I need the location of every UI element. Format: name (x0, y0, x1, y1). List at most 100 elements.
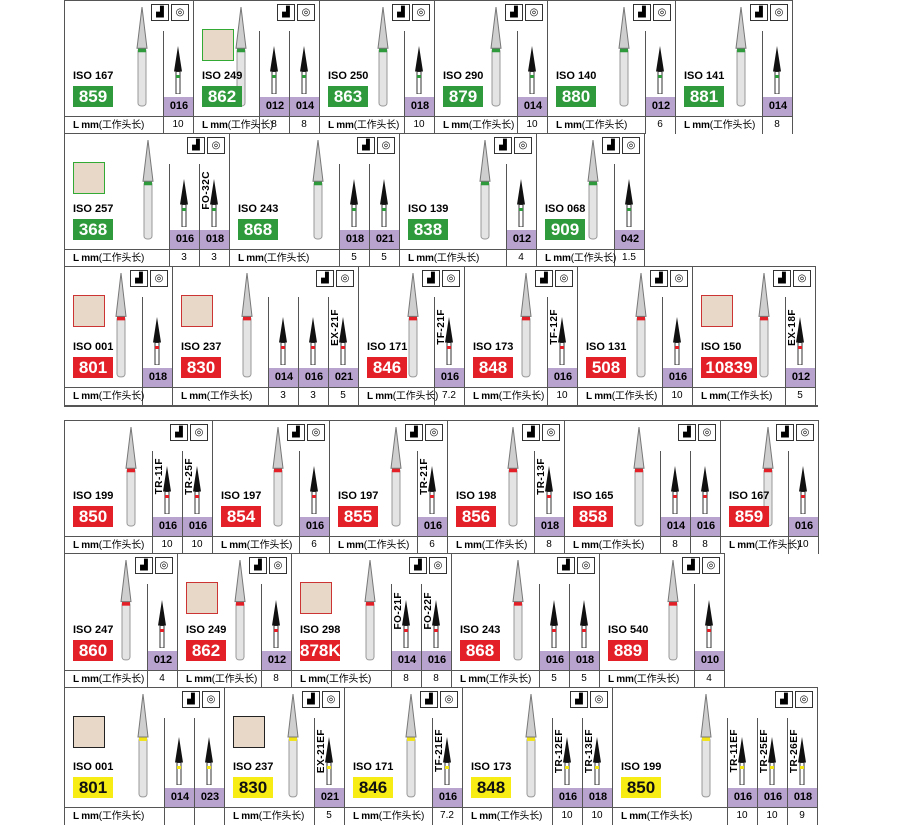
length-label-cn: (工作头长) (98, 391, 145, 402)
column-divider (506, 164, 507, 267)
length-row: L mm(工作头长) (292, 670, 451, 688)
crown-icon: ▟ (130, 270, 148, 287)
column-divider (694, 584, 695, 688)
size-value: 018 (404, 97, 434, 116)
column-divider (164, 718, 165, 825)
crown-icon: ▟ (357, 137, 375, 154)
bur-silhouette-icon (558, 317, 566, 365)
length-label: L mm(工作头长) (608, 671, 679, 688)
length-row: L mm(工作头长) (565, 536, 720, 554)
iso-number: ISO 150 (701, 341, 742, 353)
product-code: 878K (300, 640, 341, 661)
product-code: 868 (238, 219, 278, 240)
column-divider (787, 718, 788, 825)
column-divider (142, 297, 143, 405)
length-label: L mm(工作头长) (233, 808, 304, 825)
bur-image (633, 426, 645, 527)
size-value: 014 (164, 788, 195, 807)
bur-silhouette-icon (380, 179, 388, 227)
iso-number: ISO 237 (233, 761, 274, 773)
length-label-cn: (工作头长) (206, 391, 253, 402)
product-code: 880 (556, 86, 596, 107)
length-label: L mm(工作头长) (300, 671, 371, 688)
length-label-prefix: L mm (73, 120, 99, 131)
crown-icon: ▟ (287, 424, 305, 441)
application-icons: ▟◎ (535, 270, 573, 287)
column-divider (152, 451, 153, 554)
bur-silhouette-icon (193, 466, 201, 514)
working-length-value: 8 (433, 673, 439, 684)
bur-image (667, 559, 679, 661)
crown-icon: ▟ (775, 691, 793, 708)
product-code: 848 (471, 777, 511, 798)
iso-number: ISO 140 (556, 70, 597, 82)
column-divider (421, 584, 422, 688)
length-label-prefix: L mm (556, 120, 582, 131)
product-code: 838 (408, 219, 448, 240)
bur-silhouette-icon (656, 46, 664, 94)
bur-silhouette-icon (625, 179, 633, 227)
bur-image (312, 139, 324, 240)
bur-silhouette-icon (153, 317, 161, 365)
product-code: 868 (460, 640, 500, 661)
crown-icon: ▟ (650, 270, 668, 287)
bur-silhouette-icon (445, 317, 453, 365)
working-length-value: 10 (561, 810, 573, 821)
column-divider (328, 297, 329, 405)
length-label: L mm(工作头长) (181, 388, 252, 405)
crown-icon: ▟ (505, 4, 523, 21)
working-length-value: 10 (413, 119, 425, 130)
application-icons: ▟◎ (494, 137, 532, 154)
bur-image (507, 426, 519, 527)
length-row: L mm(工作头长) (65, 670, 177, 688)
application-icons: ▟◎ (750, 4, 788, 21)
application-icons: ▟◎ (420, 691, 458, 708)
working-length-value: 6 (657, 119, 663, 130)
column-divider (539, 584, 540, 688)
iso-number: ISO 001 (73, 761, 114, 773)
working-length-value: 9 (799, 810, 805, 821)
length-label-cn: (工作头长) (433, 253, 480, 264)
length-row: L mm(工作头长) (178, 670, 291, 688)
length-label-prefix: L mm (353, 811, 379, 822)
length-row: L mm(工作头长) (320, 116, 434, 134)
column-divider (582, 718, 583, 825)
eye-icon: ◎ (542, 424, 560, 441)
working-length-value: 6 (429, 539, 435, 550)
column-divider (517, 31, 518, 134)
application-icons: ▟◎ (287, 424, 325, 441)
product-code: 10839 (701, 357, 757, 378)
product-code: 856 (456, 506, 496, 527)
working-length-value: 8 (546, 539, 552, 550)
iso-number: ISO 257 (73, 203, 114, 215)
bur-image (587, 139, 599, 240)
bur-silhouette-icon (528, 46, 536, 94)
working-length-value: 10 (736, 810, 748, 821)
length-label-cn: (工作头长) (633, 674, 680, 685)
length-label: L mm(工作头长) (338, 537, 409, 554)
application-icons: ▟◎ (277, 4, 315, 21)
bur-image (490, 6, 502, 107)
column-divider (314, 718, 315, 825)
crown-icon: ▟ (750, 4, 768, 21)
bur-silhouette-icon (310, 466, 318, 514)
length-label-cn: (工作头长) (754, 540, 801, 551)
working-length-value: 5 (551, 673, 557, 684)
iso-number: ISO 171 (353, 761, 394, 773)
length-label-prefix: L mm (181, 391, 207, 402)
clinical-photo (181, 295, 213, 327)
application-icons: ▟◎ (678, 424, 716, 441)
application-icons: ▟◎ (570, 691, 608, 708)
bur-silhouette-icon (415, 46, 423, 94)
bur-silhouette-icon (350, 179, 358, 227)
